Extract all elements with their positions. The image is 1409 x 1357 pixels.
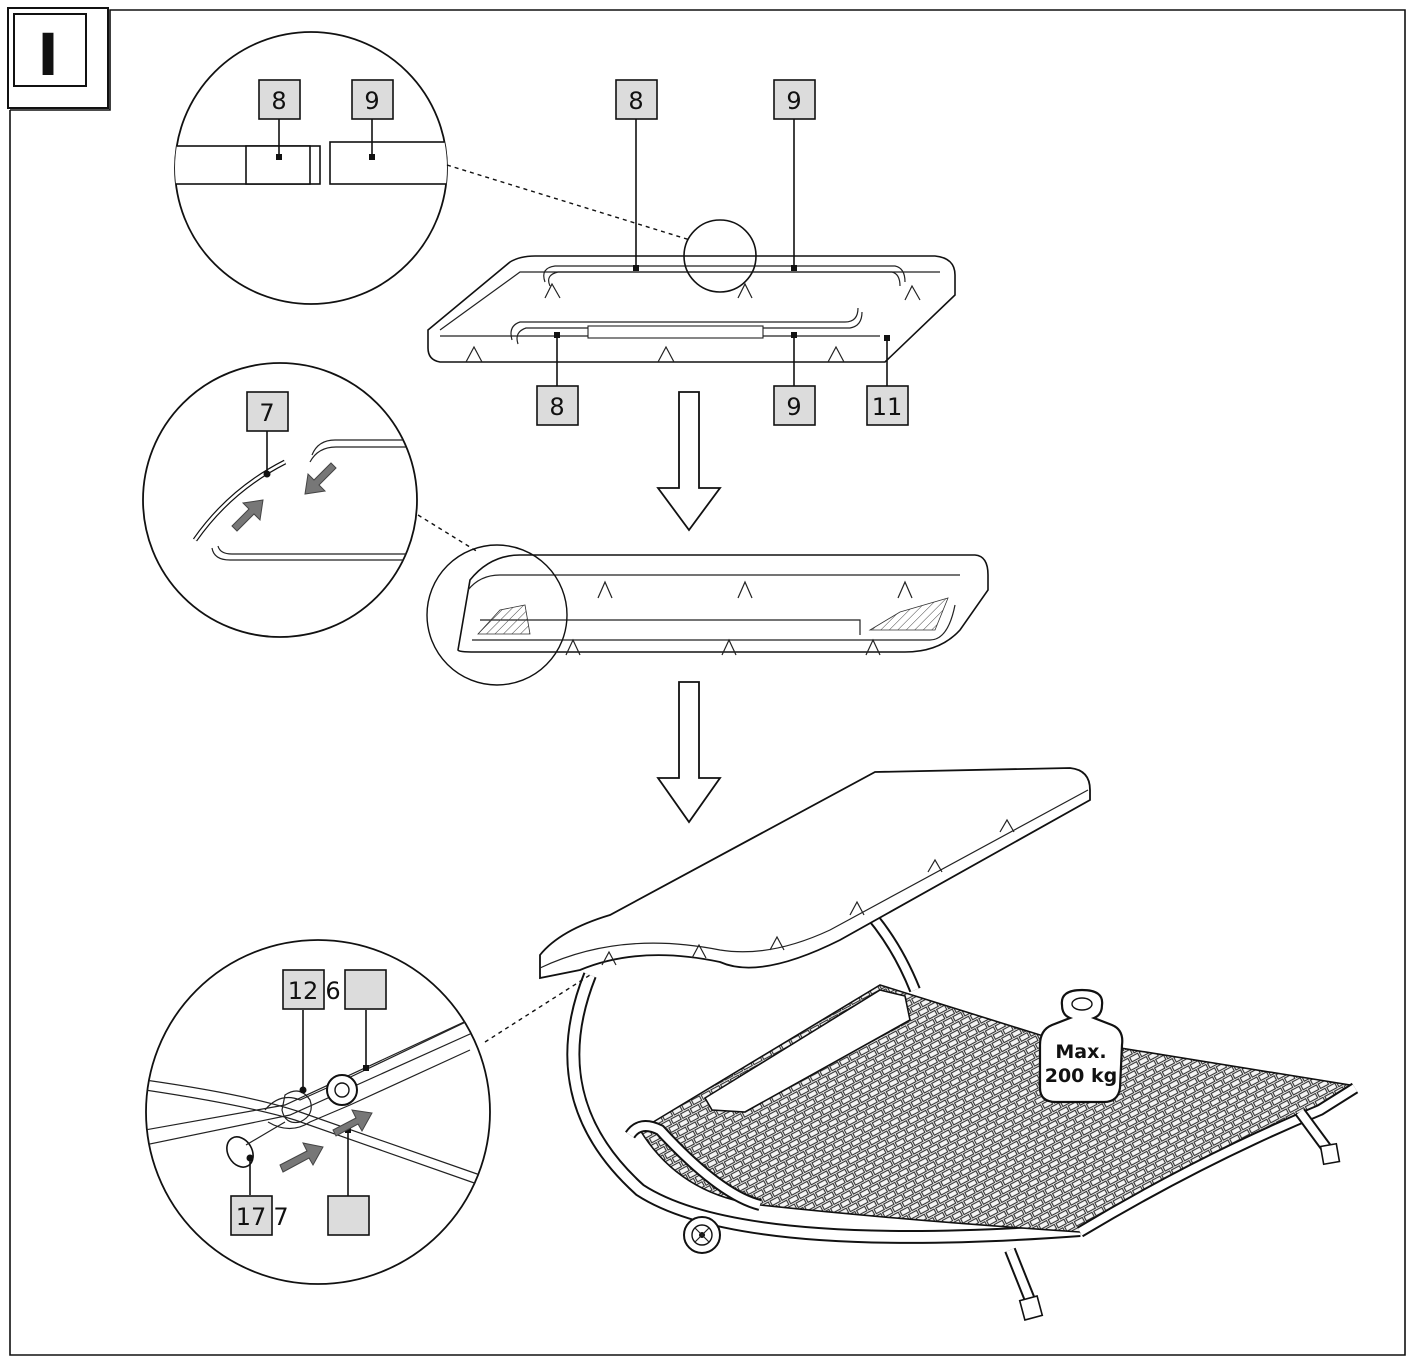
- lounger-assembly: [539, 767, 1359, 1321]
- svg-text:7: 7: [259, 399, 274, 427]
- svg-text:9: 9: [364, 87, 379, 115]
- callout-canopy-top-8: 8: [615, 79, 658, 120]
- svg-text:8: 8: [271, 87, 286, 115]
- callout-detail-bottom-6-box: [344, 969, 387, 1010]
- callout-detail-mid-7: 7: [246, 391, 289, 432]
- svg-text:11: 11: [872, 393, 903, 421]
- svg-text:9: 9: [786, 87, 801, 115]
- callout-detail-bottom-12: 12: [282, 969, 325, 1010]
- canopy-assembled: [426, 544, 989, 686]
- wheel-icon: [683, 1216, 721, 1254]
- step-letter: I: [37, 21, 59, 89]
- callout-detail-bottom-17: 17: [230, 1195, 273, 1236]
- callout-detail-top-8: 8: [258, 79, 301, 120]
- weight-icon: [1038, 988, 1124, 1104]
- callout-canopy-bottom-9: 9: [773, 385, 816, 426]
- push-arrow-icon: [304, 462, 337, 495]
- down-arrow-icon: [656, 681, 722, 824]
- callout-detail-top-9: 9: [351, 79, 394, 120]
- leader-top: [446, 164, 691, 241]
- canopy-with-tubes: [427, 118, 956, 388]
- push-arrow-icon: [231, 499, 264, 532]
- callout-canopy-top-9: 9: [773, 79, 816, 120]
- weight-value-label: 200 kg: [1045, 1065, 1118, 1087]
- callout-detail-bottom-7-text: 7: [273, 1203, 288, 1231]
- svg-text:9: 9: [786, 393, 801, 421]
- svg-text:8: 8: [628, 87, 643, 115]
- down-arrow-icon: [656, 391, 722, 532]
- svg-text:12: 12: [288, 977, 319, 1005]
- page-frame: [7, 7, 1406, 1356]
- leader-middle: [417, 514, 479, 553]
- detail-circle-top: [174, 31, 448, 305]
- callout-canopy-11: 11: [866, 385, 909, 426]
- svg-text:17: 17: [236, 1203, 267, 1231]
- callout-detail-bottom-6-text: 6: [325, 977, 340, 1005]
- weight-max-label: Max.: [1055, 1041, 1106, 1063]
- push-arrow-icon: [279, 1142, 324, 1173]
- callout-detail-bottom-7-box: [327, 1195, 370, 1236]
- svg-text:8: 8: [549, 393, 564, 421]
- detail-circle-middle: [142, 362, 418, 638]
- push-arrow-icon: [332, 1109, 373, 1137]
- callout-canopy-bottom-8: 8: [536, 385, 579, 426]
